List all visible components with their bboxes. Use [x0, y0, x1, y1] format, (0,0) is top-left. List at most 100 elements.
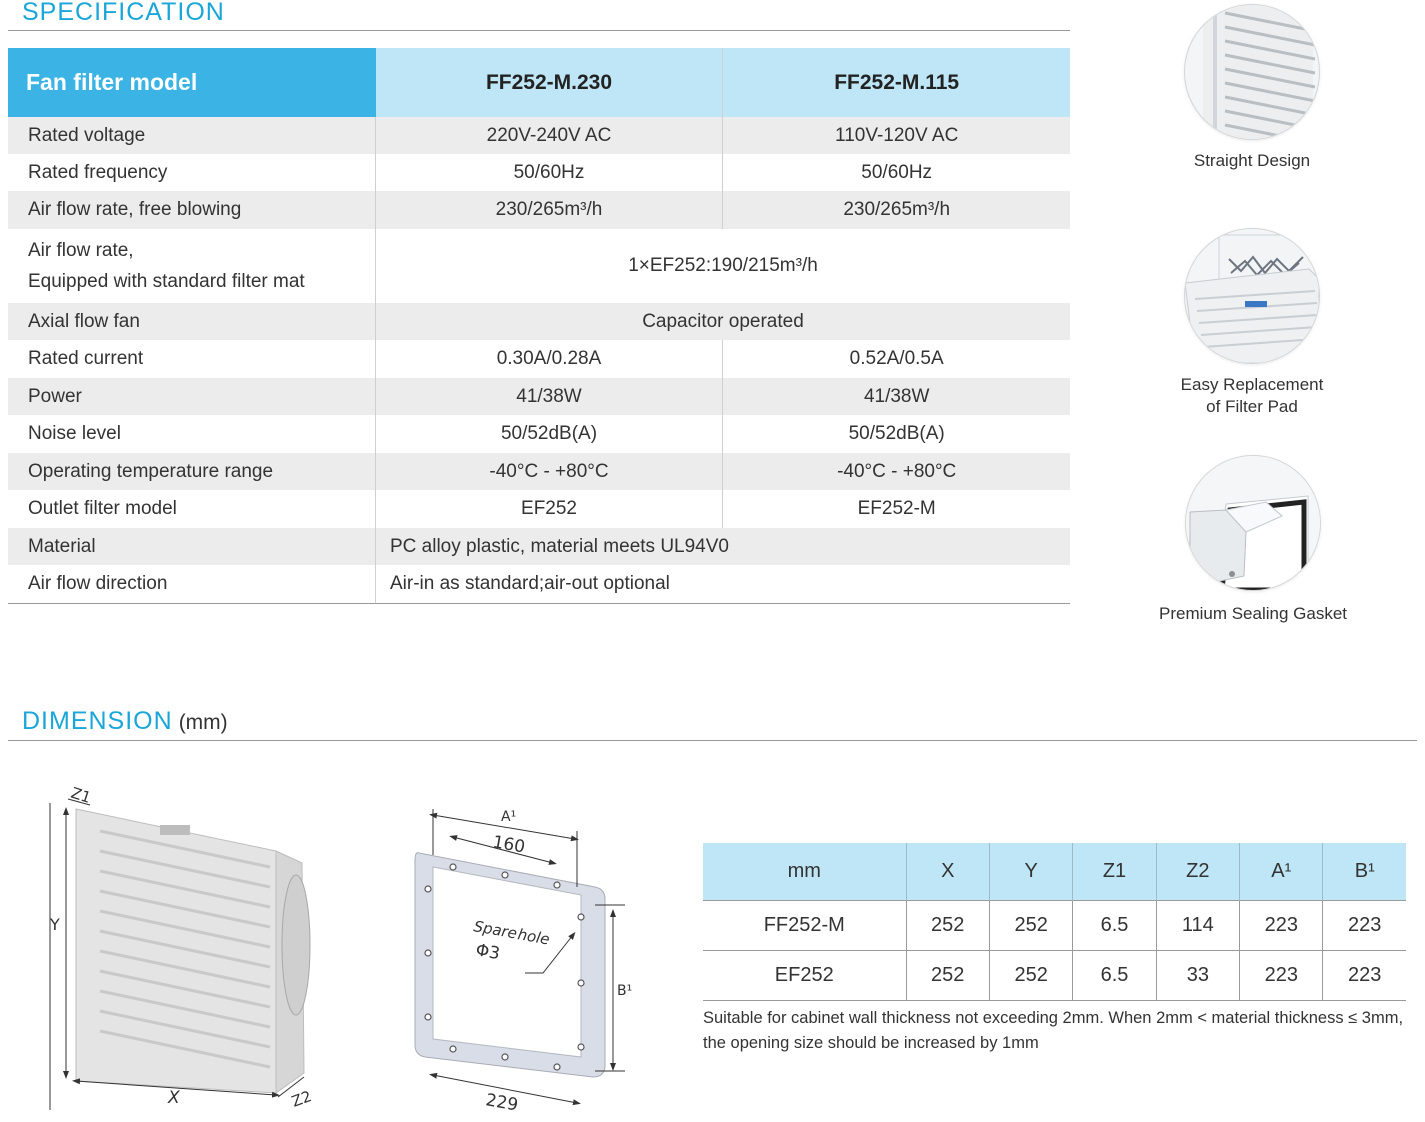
- spec-row-label: Noise level: [8, 415, 376, 453]
- table-cell: 6.5: [1072, 950, 1157, 1001]
- filter-pad-image: [1184, 228, 1320, 364]
- spec-value-115: -40°C - +80°C: [837, 460, 957, 482]
- spec-row-label: Operating temperature range: [8, 453, 376, 490]
- spec-header-model-label: Fan filter model: [8, 48, 376, 117]
- dimension-unit: (mm): [178, 711, 228, 734]
- spare-hole-diameter: Φ3: [474, 940, 501, 964]
- table-cell: 223: [1322, 900, 1406, 951]
- spec-value-230: 220V-240V AC: [376, 117, 724, 154]
- spec-row-noise-level: Noise level 50/52dB(A) 50/52dB(A): [8, 415, 1070, 453]
- spec-value-115: 0.52A/0.5A: [849, 348, 944, 369]
- dimension-rule: [8, 740, 1417, 741]
- spec-row-air-flow-free: Air flow rate, free blowing 230/265m³/h …: [8, 191, 1070, 229]
- dimension-col-mm: mm: [703, 843, 907, 901]
- spec-value-115: 50/52dB(A): [848, 423, 945, 444]
- table-cell: FF252-M: [703, 900, 907, 951]
- table-cell: 252: [905, 900, 990, 951]
- dimension-z2-label: Z2: [289, 1087, 314, 1111]
- dimension-229-label: 229: [484, 1090, 519, 1115]
- table-cell: 114: [1155, 900, 1240, 951]
- table-row: FF252-M 252 252 6.5 114 223 223: [703, 900, 1406, 951]
- feature-label: Easy Replacement: [1180, 375, 1324, 394]
- dimension-table-header: mm X Y Z1 Z2 A¹ B¹: [703, 843, 1406, 901]
- table-cell: 252: [905, 950, 990, 1001]
- table-cell: 252: [988, 950, 1073, 1001]
- feature-label-line2: of Filter Pad: [1206, 397, 1298, 416]
- straight-design-image: [1184, 4, 1320, 140]
- spec-row-label: Air flow direction: [8, 565, 376, 603]
- spec-value-230: 0.30A/0.28A: [376, 340, 724, 378]
- spec-value-shared: 1×EF252:190/215m³/h: [628, 255, 818, 276]
- dimension-col-x: X: [905, 843, 990, 901]
- spec-row-label: Air flow rate, free blowing: [8, 191, 376, 229]
- spec-row-label: Material: [8, 528, 376, 565]
- spec-row-label: Air flow rate, Equipped with standard fi…: [8, 229, 376, 303]
- spec-row-label: Axial flow fan: [8, 303, 376, 340]
- specification-table: Fan filter model FF252-M.230 FF252-M.115…: [8, 48, 1071, 604]
- dimension-note: Suitable for cabinet wall thickness not …: [703, 1009, 1404, 1052]
- table-cell: 252: [988, 900, 1073, 951]
- dimension-x-label: X: [167, 1088, 180, 1108]
- spec-value-shared: Air-in as standard;air-out optional: [390, 573, 670, 594]
- specification-title: SPECIFICATION: [22, 0, 225, 26]
- dimension-col-z2: Z2: [1155, 843, 1240, 901]
- spare-hole-label-2: hole: [516, 925, 551, 948]
- dimension-b1-label: B¹: [617, 983, 632, 999]
- dimension-y-label: Y: [49, 915, 60, 934]
- spec-row-rated-current: Rated current 0.30A/0.28A 0.52A/0.5A: [8, 340, 1070, 378]
- spec-value-115: 50/60Hz: [861, 161, 933, 183]
- feature-label: Straight Design: [1193, 151, 1311, 170]
- spec-header-model-230: FF252-M.230: [375, 48, 724, 117]
- spec-header-row: Fan filter model FF252-M.230 FF252-M.115: [8, 48, 1071, 117]
- spec-value-shared: PC alloy plastic, material meets UL94V0: [390, 535, 729, 557]
- table-cell: EF252: [703, 950, 907, 1001]
- spec-row-outlet-filter-model: Outlet filter model EF252 EF252-M: [8, 490, 1070, 528]
- feature-label: Premium Sealing Gasket: [1158, 604, 1348, 623]
- spec-value-230: 41/38W: [376, 378, 724, 415]
- spec-header-model-115: FF252-M.115: [723, 48, 1071, 117]
- spec-row-power: Power 41/38W 41/38W: [8, 378, 1070, 415]
- spec-row-air-flow-filter: Air flow rate, Equipped with standard fi…: [8, 229, 1070, 303]
- spec-row-material: Material PC alloy plastic, material meet…: [8, 528, 1070, 565]
- spec-row-label-line2: Equipped with standard filter mat: [28, 271, 305, 292]
- spec-row-label: Rated voltage: [8, 117, 376, 154]
- spec-value-230: 50/52dB(A): [376, 415, 724, 453]
- spec-value-115: 41/38W: [863, 385, 930, 407]
- spec-value-230: 50/60Hz: [376, 154, 724, 191]
- spec-row-air-flow-direction: Air flow direction Air-in as standard;ai…: [8, 565, 1070, 604]
- feature-easy-replacement: Easy Replacement of Filter Pad: [1160, 228, 1344, 418]
- spec-value-230: EF252: [376, 490, 724, 528]
- dimension-title: DIMENSION(mm): [22, 707, 228, 735]
- spec-row-rated-frequency: Rated frequency 50/60Hz 50/60Hz: [8, 154, 1070, 191]
- table-cell: 33: [1155, 950, 1240, 1001]
- table-cell: 223: [1239, 900, 1323, 951]
- dimension-col-z1: Z1: [1072, 843, 1157, 901]
- dimension-col-b1: B¹: [1322, 843, 1406, 901]
- dimension-table: mm X Y Z1 Z2 A¹ B¹ FF252-M 252 252 6.5 1…: [703, 843, 1406, 1001]
- sealing-gasket-image: [1185, 455, 1321, 591]
- spec-row-rated-voltage: Rated voltage 220V-240V AC 110V-120V AC: [8, 117, 1070, 154]
- feature-sealing-gasket: Premium Sealing Gasket: [1150, 455, 1356, 625]
- dimension-a1-label: A¹: [501, 809, 516, 825]
- spec-value-115: EF252-M: [857, 498, 936, 519]
- dimension-160-label: 160: [491, 832, 526, 857]
- spec-value-230: -40°C - +80°C: [376, 453, 724, 490]
- mounting-cutout-drawing: A¹ 160 B¹ 229 Spare hole Φ3: [395, 795, 655, 1116]
- spec-value-230: 230/265m³/h: [376, 191, 724, 229]
- spec-value-115: 110V-120V AC: [835, 124, 959, 146]
- dimension-col-a1: A¹: [1239, 843, 1323, 901]
- table-cell: 6.5: [1072, 900, 1157, 951]
- spec-row-label: Power: [8, 378, 376, 415]
- table-cell: 223: [1239, 950, 1323, 1001]
- specification-rule: [8, 30, 1070, 31]
- spec-row-label: Rated frequency: [8, 154, 376, 191]
- feature-straight-design: Straight Design: [1160, 4, 1344, 172]
- spec-row-axial-flow-fan: Axial flow fan Capacitor operated: [8, 303, 1070, 340]
- spec-row-operating-temperature: Operating temperature range -40°C - +80°…: [8, 453, 1070, 490]
- spec-row-label-line1: Air flow rate,: [28, 240, 134, 261]
- dimension-z1-label: Z1: [69, 784, 93, 807]
- table-cell: 223: [1322, 950, 1406, 1001]
- spec-row-label: Rated current: [8, 340, 376, 378]
- fan-filter-drawing: Z1 Y X Z2: [40, 775, 340, 1115]
- spec-row-label: Outlet filter model: [8, 490, 376, 528]
